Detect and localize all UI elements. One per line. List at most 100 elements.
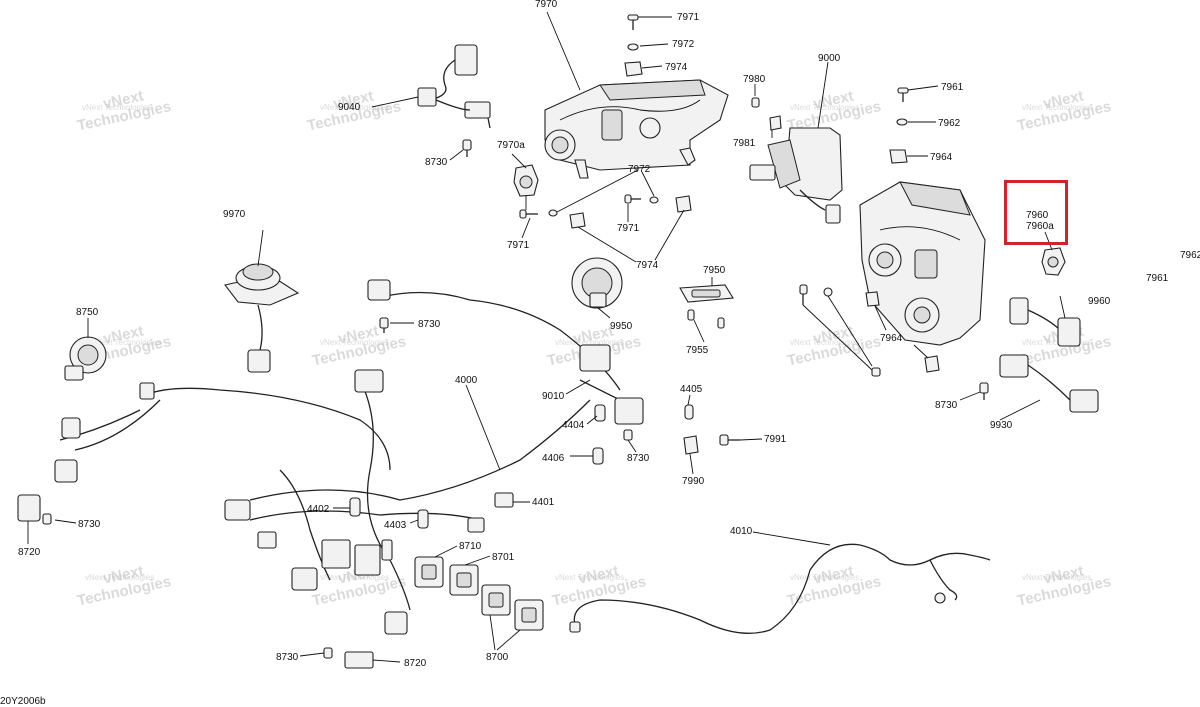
watermark: vNext Technologies [1016, 563, 1113, 610]
callout-8730: 8730 [276, 652, 299, 663]
switch-blank-8700 [481, 584, 544, 631]
svg-text:vNext Technologies: vNext Technologies [82, 103, 151, 112]
callout-9960: 9960 [1088, 296, 1111, 307]
washer-7972 [649, 196, 659, 204]
connector-harness-9960 [1009, 297, 1081, 347]
callout-7961: 7961 [941, 82, 964, 93]
callout-7960: 7960 [1026, 210, 1049, 221]
headlamp-7970 [544, 79, 729, 179]
callout-4402: 4402 [307, 504, 330, 515]
screw-7961 [871, 367, 881, 377]
washer-7962 [896, 118, 908, 126]
nut-7990 [683, 435, 699, 455]
callout-7981: 7981 [733, 138, 756, 149]
callout-8701: 8701 [492, 552, 515, 563]
connector-8720 [344, 651, 374, 669]
horn-button-9950 [571, 257, 623, 309]
cable-4010 [569, 543, 991, 634]
callout-8730: 8730 [935, 400, 958, 411]
callout-4406: 4406 [542, 453, 565, 464]
callout-8730: 8730 [78, 519, 101, 530]
svg-text:vNext Technologies: vNext Technologies [320, 573, 389, 582]
callout-7972: 7972 [672, 39, 695, 50]
callout-7980: 7980 [743, 74, 766, 85]
callout-7962: 7962 [1180, 250, 1200, 261]
svg-text:vNext Technologies: vNext Technologies [790, 573, 859, 582]
push-rivet-8730 [623, 429, 633, 441]
screw-7991 [719, 434, 740, 446]
callout-8730: 8730 [627, 453, 650, 464]
leader-lines [27, 11, 1066, 663]
washer-7972 [548, 209, 558, 217]
clip-7974 [569, 212, 586, 229]
svg-text:vNext Technologies: vNext Technologies [85, 573, 154, 582]
washer-7972 [627, 43, 639, 51]
screw-7971 [624, 194, 641, 204]
clip-7964 [889, 149, 908, 164]
svg-text:vNext Technologies: vNext Technologies [790, 103, 859, 112]
license-lamp-7950 [679, 284, 734, 303]
drawing-code: 20Y2006b [0, 696, 46, 707]
bulb-7960a [1041, 247, 1066, 276]
lamp-module-9000 [749, 127, 843, 224]
washer-7962 [823, 287, 833, 297]
svg-text:vNext Technologies: vNext Technologies [790, 338, 859, 347]
callout-7961: 7961 [1146, 273, 1169, 284]
switch-8710 [414, 556, 444, 588]
callout-8750: 8750 [76, 307, 99, 318]
push-rivet-8730 [323, 647, 333, 659]
callout-8730: 8730 [418, 319, 441, 330]
relay-8750 [64, 336, 107, 381]
svg-text:vNext Technologies: vNext Technologies [320, 338, 389, 347]
push-rivet-8730 [379, 317, 389, 333]
headlamp-7960 [859, 181, 986, 346]
push-rivet-8730 [979, 382, 989, 400]
callout-8720: 8720 [404, 658, 427, 669]
callout-8710: 8710 [459, 541, 482, 552]
clip-7964 [865, 291, 880, 307]
screw-7961 [799, 284, 808, 305]
bulb-7970a [513, 164, 539, 210]
connector-harness-9040 [417, 44, 491, 129]
callout-8730: 8730 [425, 157, 448, 168]
callout-7974: 7974 [636, 260, 659, 271]
callout-9970: 9970 [223, 209, 246, 220]
callout-highlight-box [1004, 180, 1068, 245]
screw-7971 [519, 209, 538, 219]
callout-8720: 8720 [18, 547, 41, 558]
callout-7971: 7971 [677, 12, 700, 23]
svg-text:vNext Technologies: vNext Technologies [1022, 338, 1091, 347]
svg-text:vNext Technologies: vNext Technologies [1022, 103, 1091, 112]
clip-4405 [684, 404, 694, 420]
callout-7964: 7964 [880, 333, 903, 344]
screw-7961 [897, 87, 909, 102]
callout-4010: 4010 [730, 526, 753, 537]
callout-7962: 7962 [938, 118, 961, 129]
screw-7971 [627, 14, 639, 30]
callout-9930: 9930 [990, 420, 1013, 431]
clip-4404 [594, 404, 606, 422]
push-rivet-8730 [42, 513, 52, 525]
callout-9040: 9040 [338, 102, 361, 113]
svg-text:vNext Technologies: vNext Technologies [320, 103, 389, 112]
callout-4404: 4404 [562, 420, 585, 431]
svg-text:vNext Technologies: vNext Technologies [555, 573, 624, 582]
svg-text:vNext Technologies: vNext Technologies [1022, 573, 1091, 582]
callout-4000: 4000 [455, 375, 478, 386]
callout-9010: 9010 [542, 391, 565, 402]
callout-4403: 4403 [384, 520, 407, 531]
push-rivet-8730 [462, 139, 472, 157]
watermark: vNext Technologies [76, 563, 173, 610]
callout-7971: 7971 [507, 240, 530, 251]
switch-8701 [449, 564, 479, 596]
callout-4405: 4405 [680, 384, 703, 395]
callout-7970: 7970 [535, 0, 558, 10]
main-harness-4000 [17, 279, 644, 635]
clip-7981 [769, 115, 782, 131]
screw-7980 [751, 97, 760, 108]
callout-8700: 8700 [486, 652, 509, 663]
callout-9950: 9950 [610, 321, 633, 332]
callout-7991: 7991 [764, 434, 787, 445]
